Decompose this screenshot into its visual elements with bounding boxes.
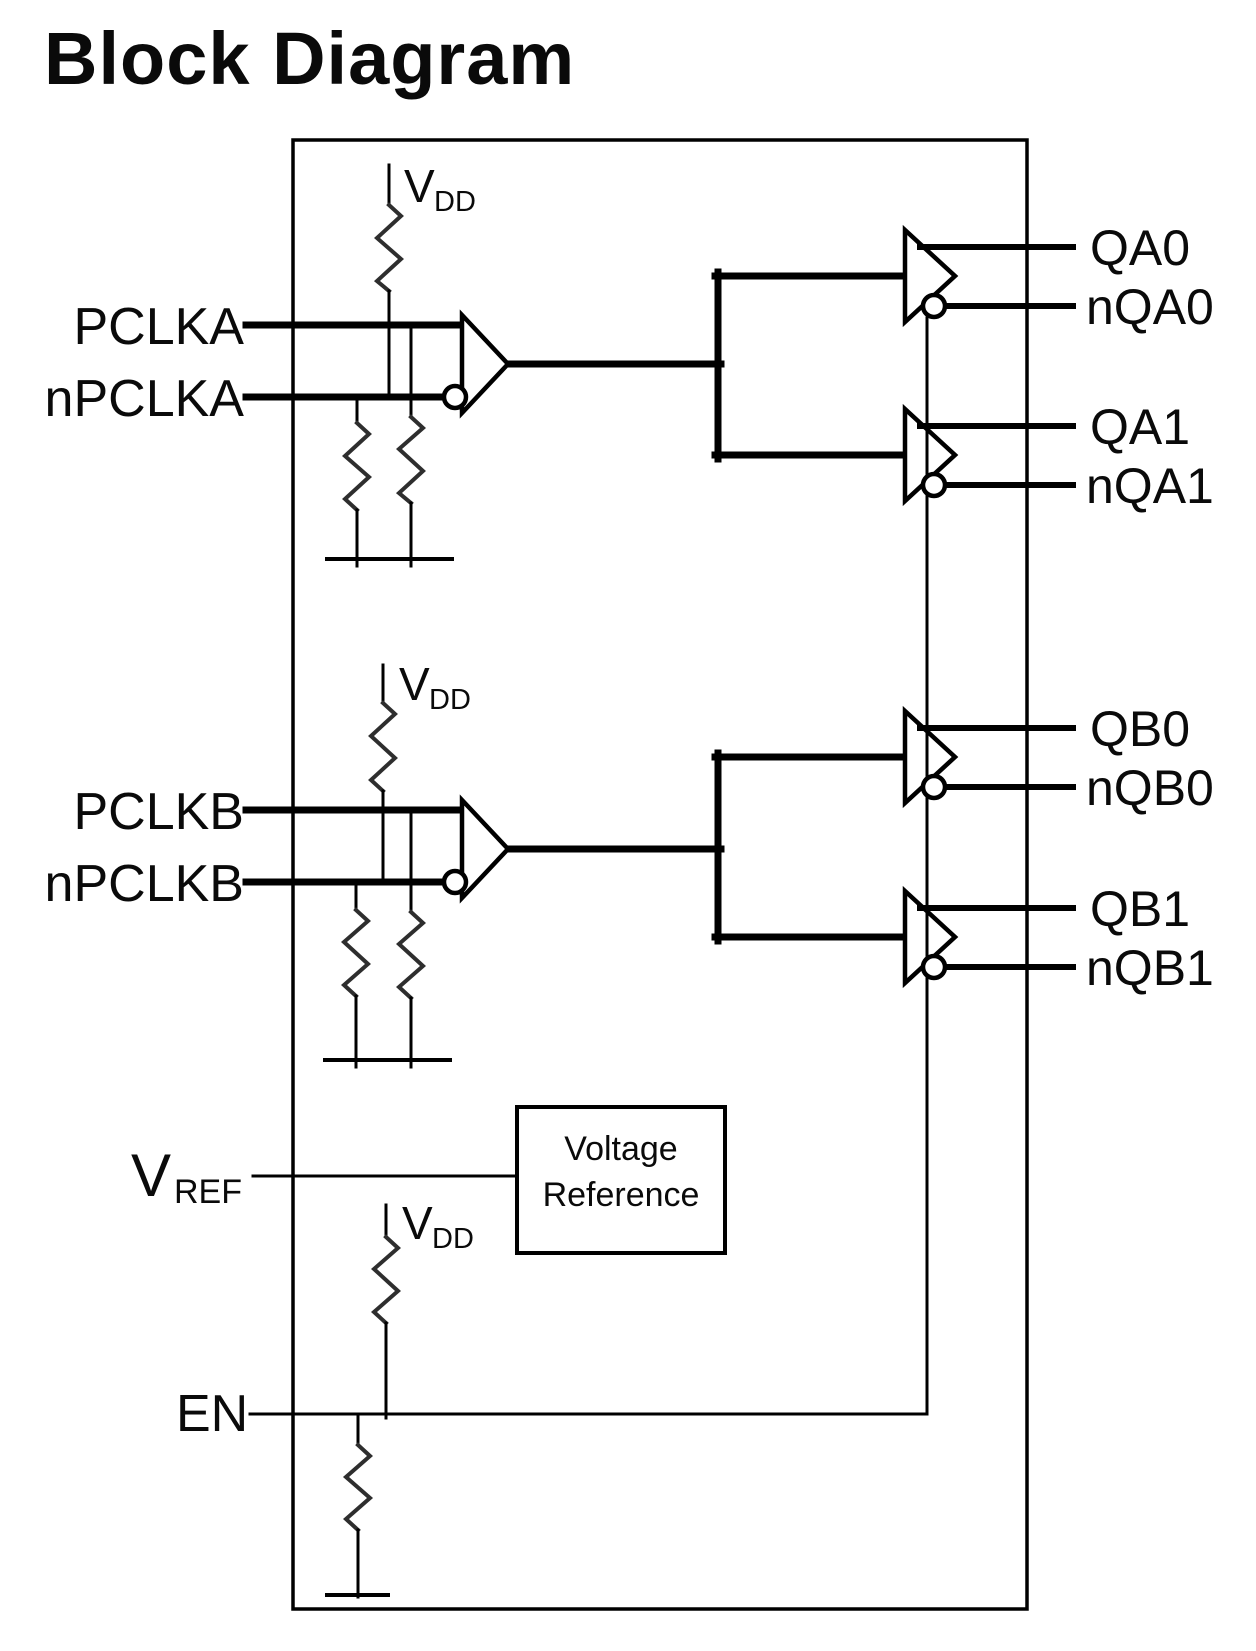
voltage-reference-label-line2: Reference	[543, 1176, 700, 1214]
input-buffer-b	[441, 794, 512, 904]
qa1-inverting-bubble	[920, 471, 948, 499]
pin-label-nqa0: nQA0	[1086, 279, 1214, 335]
pclka-pulldown-resistor	[395, 414, 426, 506]
qa0-inverting-bubble	[920, 292, 948, 320]
channel-b-fanout	[502, 749, 911, 945]
channel-a-input-network	[242, 163, 467, 568]
vdd-a-label-sub: DD	[434, 186, 476, 218]
input-buffer-a	[441, 309, 512, 419]
input-buffer-b-inverting-bubble	[441, 868, 469, 896]
pin-label-npclkb: nPCLKB	[45, 855, 244, 913]
pclkb-pulldown-resistor	[396, 909, 426, 1001]
vdd-b-pullup-resistor	[368, 700, 398, 794]
input-buffer-a-triangle	[459, 309, 512, 419]
pin-label-qb1: QB1	[1090, 881, 1190, 937]
qb1-inverting-bubble	[920, 953, 948, 981]
power-labels: V DD V DD V DD	[399, 160, 476, 1255]
vdd-b-label-sub: DD	[429, 684, 471, 716]
en-pulldown-resistor	[342, 1442, 374, 1533]
input-buffer-a-inverting-bubble	[441, 383, 469, 411]
vdd-a-label: V	[404, 160, 435, 212]
vref-en-network	[248, 1174, 929, 1599]
npclka-pulldown-resistor	[342, 420, 372, 513]
vdd-b-label: V	[399, 658, 430, 710]
voltage-reference-box	[515, 1105, 727, 1255]
vdd-en-label: V	[402, 1197, 433, 1249]
output-pin-labels: QA0 nQA0 QA1 nQA1 QB0 nQB0 QB1 nQB1	[1086, 220, 1214, 996]
pin-label-pclkb: PCLKB	[73, 783, 244, 841]
input-buffer-b-triangle	[459, 794, 512, 904]
pin-label-vref: V	[131, 1142, 171, 1209]
page-title: Block Diagram	[44, 17, 575, 100]
pin-label-en: EN	[176, 1385, 248, 1443]
channel-a-fanout	[502, 268, 911, 463]
channel-b-input-network	[242, 663, 467, 1069]
voltage-reference-label-line1: Voltage	[564, 1130, 677, 1168]
pin-label-nqb1: nQB1	[1086, 940, 1214, 996]
chip-outline	[291, 138, 1029, 1611]
pin-label-pclka: PCLKA	[73, 298, 244, 356]
pin-label-qa0: QA0	[1090, 220, 1190, 276]
vdd-a-pullup-resistor	[373, 202, 404, 294]
pin-label-npclka: nPCLKA	[45, 370, 245, 428]
pin-label-qa1: QA1	[1090, 399, 1190, 455]
vdd-en-pullup-resistor	[371, 1234, 401, 1326]
pin-label-vref-sub: REF	[174, 1173, 242, 1211]
output-pin-lines	[917, 244, 1076, 981]
npclkb-pulldown-resistor	[341, 907, 371, 999]
vdd-en-label-sub: DD	[432, 1223, 474, 1255]
pin-label-nqa1: nQA1	[1086, 458, 1214, 514]
voltage-reference-block: Voltage Reference	[515, 1105, 727, 1255]
pin-label-qb0: QB0	[1090, 701, 1190, 757]
input-pin-labels: PCLKA nPCLKA PCLKB nPCLKB V REF EN	[45, 298, 249, 1443]
pin-label-nqb0: nQB0	[1086, 760, 1214, 816]
qb0-inverting-bubble	[920, 773, 948, 801]
